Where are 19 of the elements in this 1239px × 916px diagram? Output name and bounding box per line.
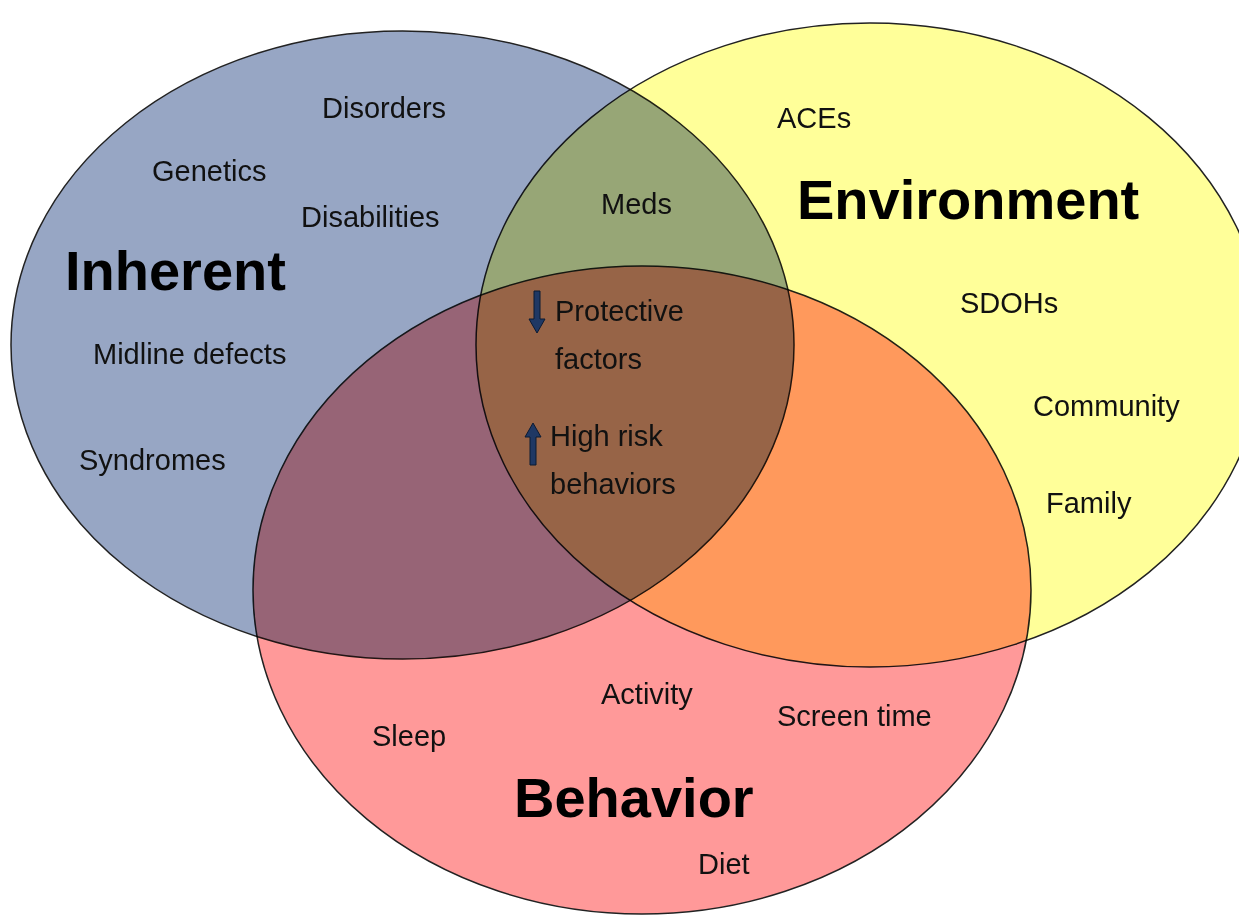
factor-label: Midline defects [93, 337, 287, 372]
factor-label: ACEs [777, 101, 852, 136]
factor-label: Disorders [322, 91, 447, 126]
factor-label: Genetics [152, 154, 267, 189]
factor-label: Sleep [372, 719, 447, 754]
factor-label: Activity [601, 677, 693, 712]
circle-title: Inherent [65, 243, 286, 299]
circle-title: Environment [797, 172, 1140, 228]
factor-label: High risk behaviors [550, 419, 677, 502]
factor-label: Community [1033, 389, 1180, 424]
factor-label: SDOHs [960, 286, 1059, 321]
factor-label: Family [1046, 486, 1132, 521]
circle-title: Behavior [514, 770, 754, 826]
factor-label: Syndromes [79, 443, 226, 478]
factor-label: Screen time [777, 699, 932, 734]
factor-label: Protective factors [555, 294, 685, 377]
factor-label: Meds [601, 187, 672, 222]
factor-label: Disabilities [301, 200, 440, 235]
factor-label: Diet [698, 847, 750, 882]
